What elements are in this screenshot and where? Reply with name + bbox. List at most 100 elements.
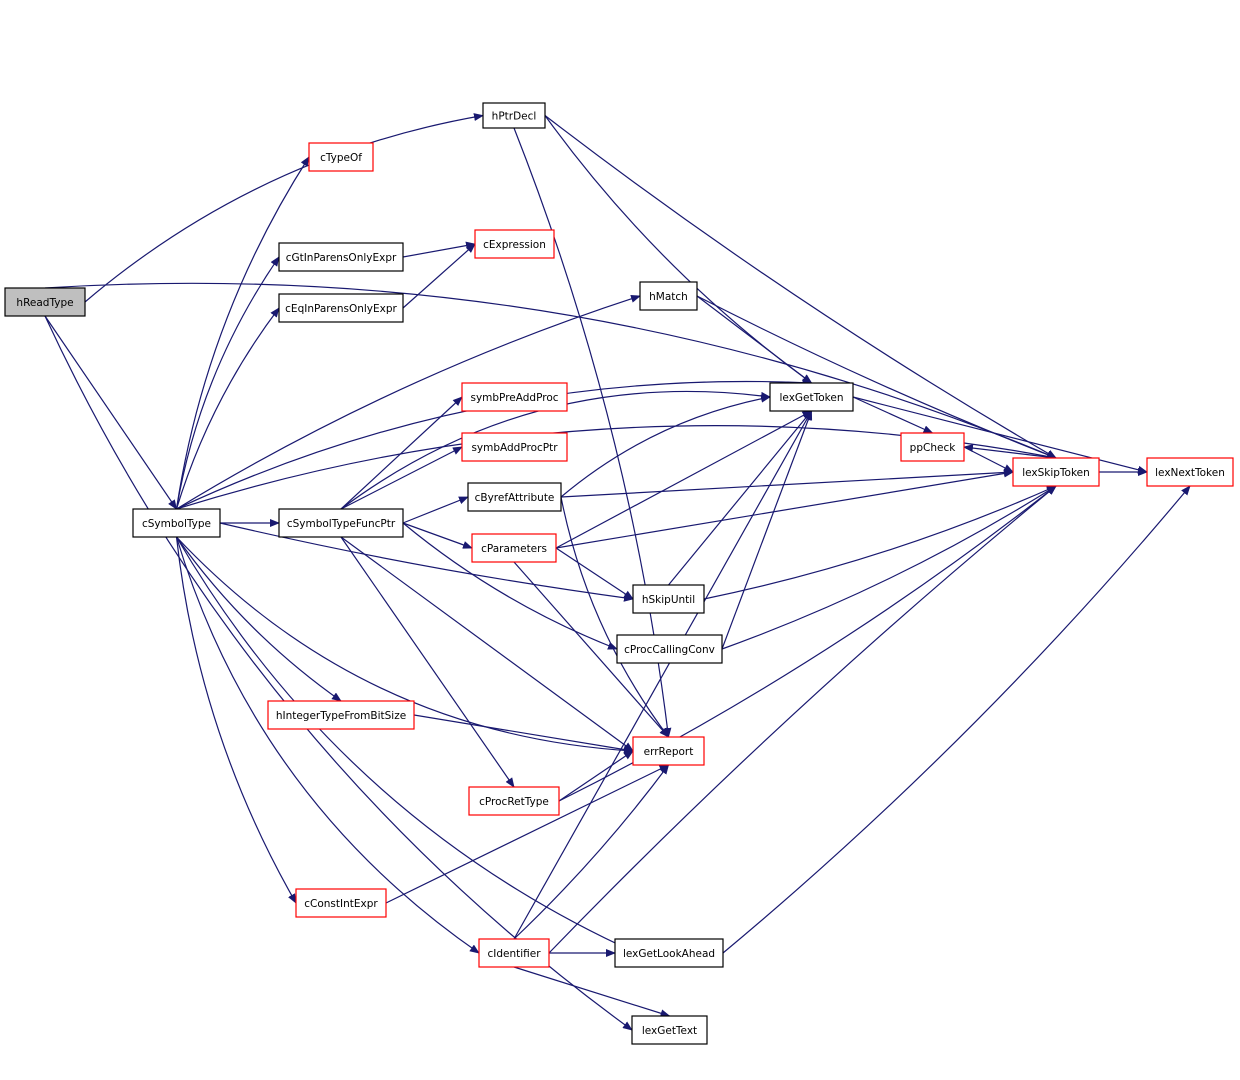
node-box (295, 888, 387, 918)
node-box (278, 293, 404, 323)
edge-cIdentifier-to-errReport (513, 764, 670, 940)
node-cSymbolTypeFuncPtr[interactable]: cSymbolTypeFuncPtr (278, 508, 404, 538)
node-cByrefAttribute[interactable]: cByrefAttribute (467, 482, 562, 512)
node-label: cSymbolType (142, 518, 211, 530)
node-cSymbolType[interactable]: cSymbolType (132, 508, 221, 538)
node-lexSkipToken[interactable]: lexSkipToken (1012, 457, 1100, 487)
node-box (461, 382, 568, 412)
node-box (1146, 457, 1234, 487)
edge-cSymbolType-to-cGtInParensOnlyExpr (175, 256, 280, 510)
node-lexGetText[interactable]: lexGetText (631, 1015, 708, 1045)
node-cProcCallingConv[interactable]: cProcCallingConv (616, 634, 723, 664)
node-cIdentifier[interactable]: cIdentifier (478, 938, 550, 968)
edge-ppCheck-to-lexSkipToken (963, 446, 1014, 473)
node-label: cSymbolTypeFuncPtr (287, 518, 396, 530)
node-hPtrDecl[interactable]: hPtrDecl (482, 102, 546, 129)
node-box (467, 482, 562, 512)
node-box (632, 584, 705, 614)
node-box (468, 786, 560, 816)
edge-hIntegerTypeFromBitSize-to-errReport (413, 714, 634, 754)
edge-hSkipUntil-to-lexGetToken (668, 410, 813, 586)
edge-cGtInParensOnlyExpr-to-cExpression (402, 241, 476, 258)
node-cParameters[interactable]: cParameters (471, 533, 557, 563)
edge-hReadType-to-hPtrDecl (84, 113, 484, 303)
edge-cEqInParensOnlyExpr-to-cExpression (402, 243, 476, 309)
node-errReport[interactable]: errReport (632, 736, 705, 766)
edge-hPtrDecl-to-lexGetToken (544, 115, 813, 384)
edge-cSymbolType-to-cConstIntExpr (175, 536, 297, 904)
node-label: cGtInParensOnlyExpr (286, 252, 397, 264)
edge-cProcRetType-to-errReport (558, 750, 634, 802)
node-hIntegerTypeFromBitSize[interactable]: hIntegerTypeFromBitSize (267, 700, 415, 730)
edge-cParameters-to-lexSkipToken (555, 469, 1014, 549)
edge-lexGetToken-to-ppCheck (852, 396, 934, 434)
edge-cSymbolTypeFuncPtr-to-errReport (340, 536, 634, 752)
node-hReadType[interactable]: hReadType (4, 287, 86, 317)
node-box (278, 508, 404, 538)
edge-cSymbolTypeFuncPtr-to-cProcRetType (340, 536, 515, 788)
node-hSkipUntil[interactable]: hSkipUntil (632, 584, 705, 614)
edge-cProcCallingConv-to-lexSkipToken (721, 485, 1057, 650)
node-box (308, 142, 374, 172)
node-label: cIdentifier (487, 948, 541, 960)
edge-cSymbolType-to-hIntegerTypeFromBitSize (176, 536, 342, 702)
edge-cSymbolType-to-cIdentifier (175, 536, 480, 954)
edge-cByrefAttribute-to-errReport (560, 496, 670, 738)
node-label: cExpression (483, 239, 546, 251)
node-label: symbAddProcPtr (471, 442, 558, 454)
node-lexNextToken[interactable]: lexNextToken (1146, 457, 1234, 487)
edge-cSymbolType-to-hSkipUntil (219, 522, 634, 602)
node-cGtInParensOnlyExpr[interactable]: cGtInParensOnlyExpr (278, 242, 404, 272)
edge-hReadType-to-lexSkipToken (44, 282, 1057, 459)
node-box (471, 533, 557, 563)
edge-hMatch-to-lexGetToken (696, 295, 813, 384)
node-box (632, 736, 705, 766)
node-label: cParameters (481, 543, 547, 555)
node-symbPreAddProc[interactable]: symbPreAddProc (461, 382, 568, 412)
edge-cSymbolType-to-errReport (176, 536, 634, 755)
node-label: symbPreAddProc (470, 392, 558, 404)
node-cEqInParensOnlyExpr[interactable]: cEqInParensOnlyExpr (278, 293, 404, 323)
node-label: cConstIntExpr (304, 898, 378, 910)
node-box (132, 508, 221, 538)
node-label: hReadType (16, 297, 73, 309)
edge-hPtrDecl-to-lexSkipToken (544, 115, 1057, 459)
edges-layer (44, 113, 1191, 1031)
node-label: lexGetText (642, 1025, 697, 1037)
node-cExpression[interactable]: cExpression (474, 229, 555, 259)
node-cProcRetType[interactable]: cProcRetType (468, 786, 560, 816)
node-cTypeOf[interactable]: cTypeOf (308, 142, 374, 172)
edge-cSymbolTypeFuncPtr-to-symbAddProcPtr (340, 446, 463, 510)
node-lexGetLookAhead[interactable]: lexGetLookAhead (614, 938, 724, 968)
node-label: cByrefAttribute (475, 492, 555, 504)
edge-cParameters-to-hSkipUntil (555, 547, 634, 600)
node-label: hPtrDecl (492, 111, 537, 123)
node-cConstIntExpr[interactable]: cConstIntExpr (295, 888, 387, 918)
edge-lexSkipToken-to-ppCheck (963, 444, 1057, 459)
node-lexGetToken[interactable]: lexGetToken (769, 382, 854, 412)
node-label: ppCheck (910, 442, 957, 454)
node-label: lexGetLookAhead (623, 948, 715, 960)
node-label: cEqInParensOnlyExpr (285, 303, 397, 315)
node-box (461, 432, 568, 462)
node-label: lexGetToken (780, 392, 844, 404)
node-box (478, 938, 550, 968)
node-box (769, 382, 854, 412)
edge-cIdentifier-to-lexSkipToken (548, 485, 1057, 954)
edge-cSymbolTypeFuncPtr-to-cProcCallingConv (402, 522, 618, 650)
node-hMatch[interactable]: hMatch (639, 281, 698, 311)
node-box (4, 287, 86, 317)
node-box (900, 432, 965, 462)
edge-cIdentifier-to-lexGetToken (513, 410, 813, 940)
node-box (278, 242, 404, 272)
node-box (482, 102, 546, 129)
edge-cByrefAttribute-to-lexGetToken (560, 394, 771, 498)
node-symbAddProcPtr[interactable]: symbAddProcPtr (461, 432, 568, 462)
edge-lexGetToken-to-lexNextToken (852, 396, 1148, 474)
node-box (639, 281, 698, 311)
node-label: cProcRetType (479, 796, 549, 808)
edge-cSymbolType-to-cTypeOf (175, 156, 310, 510)
node-label: lexSkipToken (1022, 467, 1090, 479)
node-ppCheck[interactable]: ppCheck (900, 432, 965, 462)
